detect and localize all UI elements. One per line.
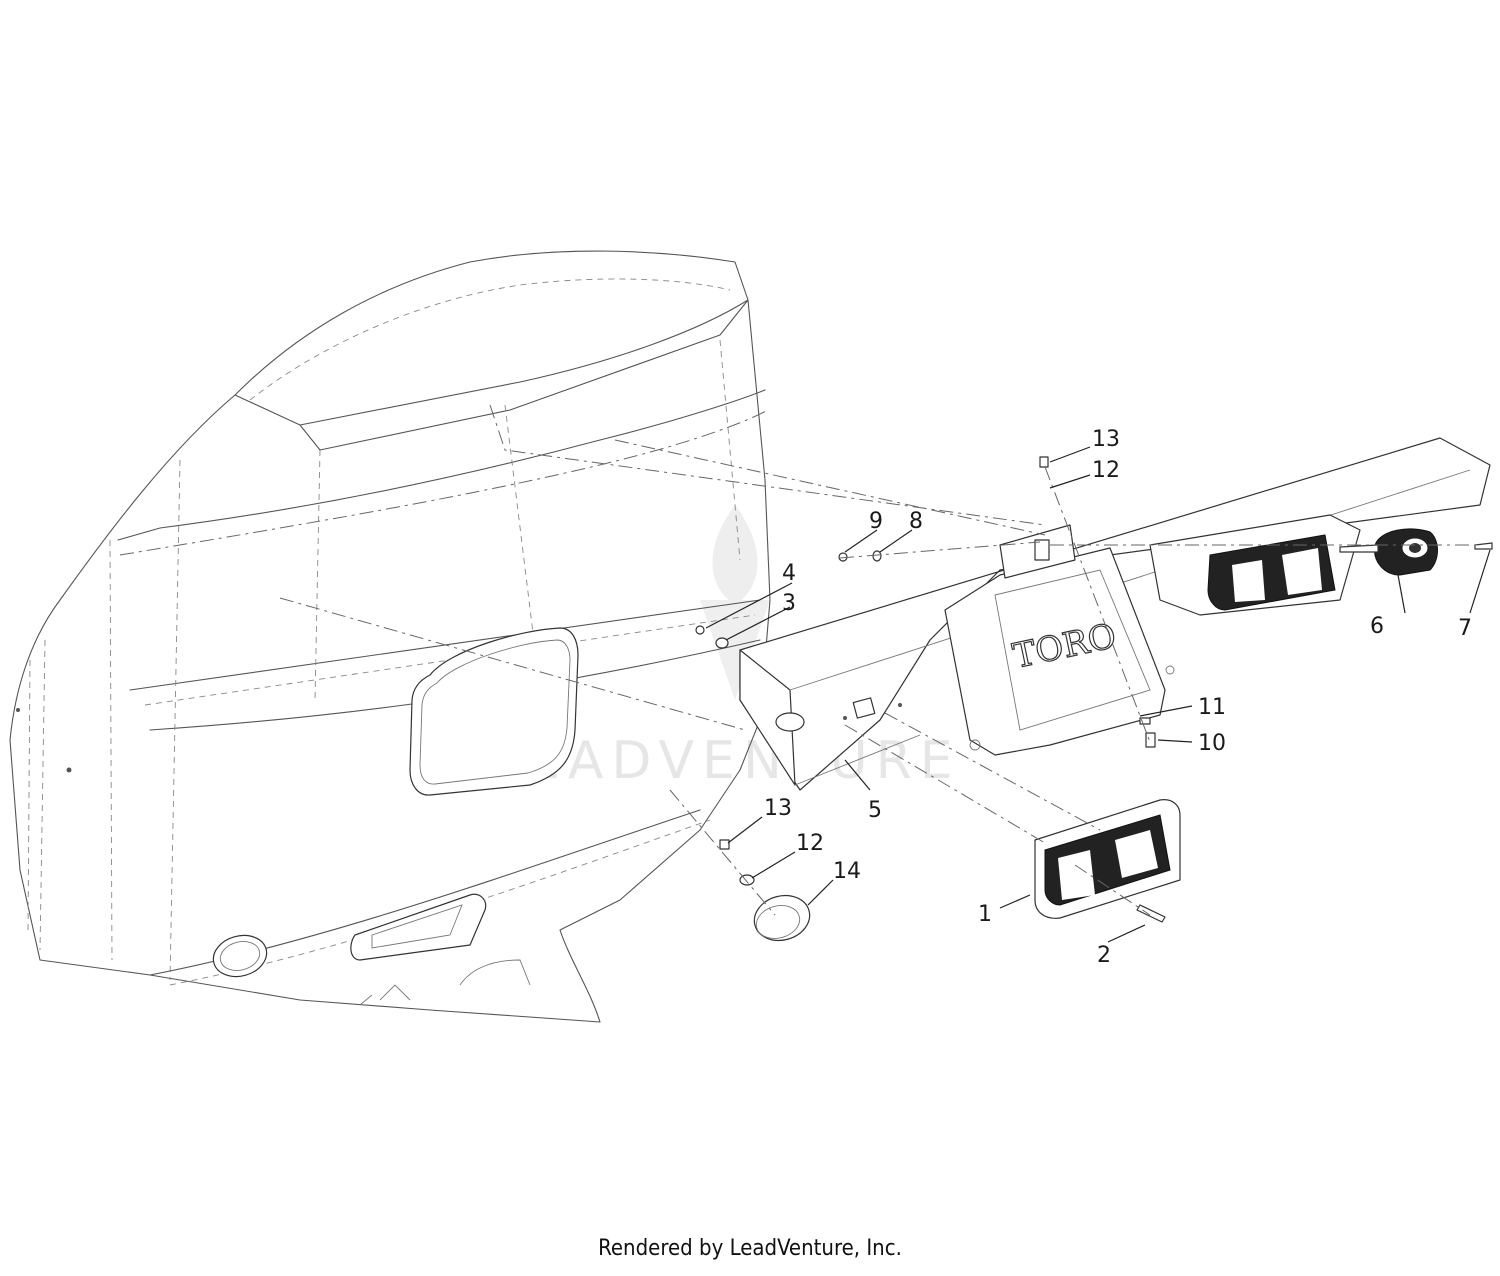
callout-3: 3 bbox=[782, 591, 796, 616]
callout-2: 2 bbox=[1097, 943, 1111, 968]
callout-8: 8 bbox=[909, 509, 923, 534]
callout-12-top: 12 bbox=[1092, 458, 1120, 483]
reflector-14 bbox=[753, 894, 811, 942]
hood-assembly bbox=[9, 250, 771, 1023]
callout-5: 5 bbox=[868, 798, 882, 823]
callout-7: 7 bbox=[1458, 616, 1472, 641]
callout-14: 14 bbox=[833, 859, 861, 884]
watermark: LEADVENTURE bbox=[490, 505, 953, 791]
callout-13-bottom: 13 bbox=[764, 796, 792, 821]
leader-lines bbox=[705, 446, 1491, 943]
callout-1: 1 bbox=[978, 902, 992, 927]
callout-12-bottom: 12 bbox=[796, 831, 824, 856]
callout-4: 4 bbox=[782, 561, 796, 586]
callout-6: 6 bbox=[1370, 614, 1384, 639]
light-unit-1 bbox=[1034, 799, 1181, 919]
callout-10: 10 bbox=[1198, 731, 1226, 756]
lamp-6 bbox=[1374, 528, 1438, 576]
render-credit: Rendered by LeadVenture, Inc. bbox=[598, 1236, 902, 1261]
callout-13-top: 13 bbox=[1092, 427, 1120, 452]
callout-9: 9 bbox=[869, 509, 883, 534]
assembly-lines bbox=[279, 404, 1480, 916]
light-bar-bracket: TORO bbox=[739, 437, 1491, 791]
callouts: 1 2 3 4 5 6 7 8 9 10 11 12 13 12 13 14 bbox=[764, 427, 1472, 968]
callout-11: 11 bbox=[1198, 695, 1226, 720]
